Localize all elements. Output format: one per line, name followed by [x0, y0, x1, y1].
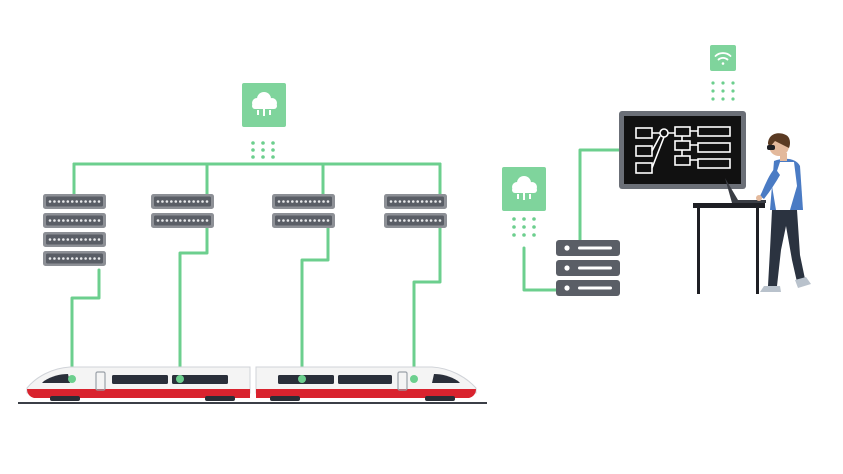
engineer-glasses — [767, 145, 775, 150]
left-network-links — [70, 162, 442, 380]
wifi-icon — [714, 52, 732, 65]
right-network-links — [522, 148, 621, 292]
desk-leg-left — [697, 208, 700, 294]
train-stripe-left — [27, 389, 250, 398]
rack-server-3 — [272, 194, 335, 228]
wifi — [710, 45, 736, 71]
monitor — [619, 111, 746, 189]
cloud-left-dots — [251, 141, 275, 159]
rack-unit — [272, 194, 335, 209]
train-door-right — [397, 371, 408, 391]
server-unit-3 — [556, 280, 620, 296]
engineer-arm — [760, 168, 780, 199]
train-wheels — [50, 396, 455, 401]
cloud-left — [242, 83, 286, 127]
train-stripe-right — [256, 389, 476, 398]
rack-unit — [43, 232, 106, 247]
link-server1-train — [70, 268, 101, 380]
train-windows — [42, 374, 460, 384]
cloud-right-dots — [512, 217, 536, 237]
wifi-dots — [711, 81, 735, 101]
desk — [693, 178, 766, 294]
link-server2-train — [178, 226, 209, 380]
cloud-download-icon — [252, 92, 277, 116]
server-stack — [556, 240, 620, 296]
engineer-neck — [780, 153, 787, 161]
rack-unit — [43, 213, 106, 228]
server-unit-1 — [556, 240, 620, 256]
server-unit-2 — [556, 260, 620, 276]
engineer-shoe-right — [795, 277, 811, 288]
link-servers-monitor — [578, 148, 621, 242]
cloud-download-icon — [512, 176, 537, 200]
link-server4-train — [412, 226, 442, 380]
rack-unit — [151, 194, 214, 209]
train-connection-points — [68, 375, 418, 383]
rack-unit — [43, 251, 106, 266]
rack-unit — [384, 213, 447, 228]
rack-unit — [384, 194, 447, 209]
engineer — [756, 133, 811, 292]
laptop — [725, 178, 766, 203]
rack-server-1 — [43, 194, 106, 266]
link-server3-train — [300, 226, 330, 380]
rack-unit — [43, 194, 106, 209]
engineer-hair — [768, 133, 790, 148]
engineer-legs — [768, 210, 805, 286]
engineer-shoe-left — [760, 286, 781, 292]
rack-unit — [272, 213, 335, 228]
train — [18, 366, 487, 404]
link-cloud-right-servers — [522, 246, 558, 292]
cloud-right — [502, 167, 546, 211]
train-door-left — [95, 371, 106, 391]
engineer-hand — [756, 195, 762, 201]
rack-unit — [151, 213, 214, 228]
desk-leg-right — [756, 208, 759, 294]
flowchart-graphic — [635, 126, 731, 174]
rack-server-2 — [151, 194, 214, 228]
rack-server-4 — [384, 194, 447, 228]
desk-top — [693, 203, 765, 208]
